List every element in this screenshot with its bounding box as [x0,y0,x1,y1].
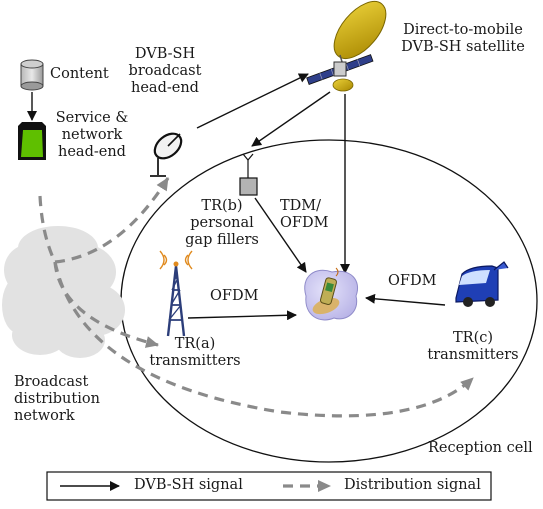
satellite-label: Direct-to-mobile DVB-SH satellite [401,22,525,55]
dist-arrow-cloud-to-tra [53,261,159,348]
content-label: Content [50,66,109,82]
cloud-network-icon [2,226,125,358]
arrow-gapfiller-to-phone [254,197,307,273]
tr-a-label: TR(a) transmitters [149,336,241,369]
legend [46,471,492,501]
legend-dashed-label: Distribution signal [344,477,481,493]
broadcast-network-label: Broadcast distribution network [14,374,100,424]
tdm-ofdm-label: TDM/ OFDM [280,198,329,231]
gap-filler-icon [239,153,258,196]
broadcast-head-end-label: DVB-SH broadcast head-end [128,46,202,96]
ofdm-left-label: OFDM [210,288,259,304]
broadcast-dish-icon [150,132,183,177]
arrow-satellite-to-gapfiller [251,91,331,147]
tr-b-label: TR(b) personal gap fillers [185,198,259,248]
reception-cell-label: Reception cell [428,440,533,456]
arrow-trc-to-phone [365,293,446,306]
tr-c-label: TR(c) transmitters [427,330,519,363]
legend-solid-label: DVB-SH signal [134,477,243,493]
service-head-end-label: Service & network head-end [55,110,129,160]
arrow-tra-to-phone [187,310,297,321]
dist-arrow-cloud-to-trc [53,261,475,418]
ofdm-right-label: OFDM [388,273,437,289]
satellite-icon [306,1,387,92]
arrow-broadcast-to-satellite [196,73,309,129]
dist-arrow-cloud-to-broadcast [54,177,170,264]
mobile-phone-icon [304,267,358,321]
transmitter-tower-icon [159,250,193,337]
head-end-icon [18,122,46,160]
transmitter-van-icon [455,261,509,307]
content-server-icon [20,59,44,91]
dist-arrow-head-end-to-cloud [38,195,57,263]
